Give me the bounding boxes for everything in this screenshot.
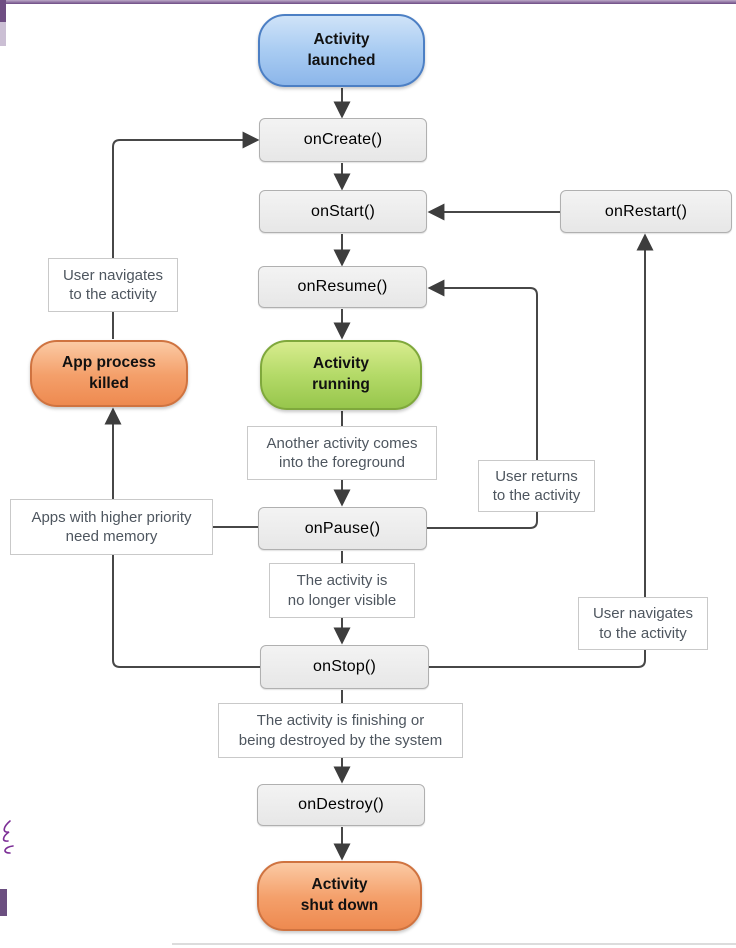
node-onstop: onStop() [260, 645, 429, 689]
note-no-longer-visible: The activity is no longer visible [269, 563, 415, 618]
purple-ink-scribble [2, 820, 11, 842]
node-onpause: onPause() [258, 507, 427, 550]
note-user-navigates-right: User navigates to the activity [578, 597, 708, 650]
node-activity-running: Activity running [260, 340, 422, 410]
edge-onstop-onrestart-user-navigates [429, 233, 654, 668]
node-activity-launched: Activity launched [258, 14, 425, 87]
edge-appkilled-oncreate [112, 131, 260, 339]
left-edge-purple-block [0, 889, 7, 916]
node-onresume: onResume() [258, 266, 427, 308]
node-activity-shut-down: Activity shut down [257, 861, 422, 931]
node-app-process-killed: App process killed [30, 340, 188, 407]
left-edge-tab-light [0, 22, 6, 46]
note-user-returns: User returns to the activity [478, 460, 595, 512]
edge-onpause-onresume-user-returns [427, 279, 538, 529]
note-activity-finishing: The activity is finishing or being destr… [218, 703, 463, 758]
note-apps-higher-priority: Apps with higher priority need memory [10, 499, 213, 555]
left-edge-tab-dark [0, 0, 6, 22]
node-oncreate: onCreate() [259, 118, 427, 162]
note-another-activity-foreground: Another activity comes into the foregrou… [247, 426, 437, 480]
edge-onstop-appkilled [104, 407, 260, 668]
note-user-navigates-left: User navigates to the activity [48, 258, 178, 312]
purple-ink-scribble-2 [4, 845, 14, 854]
node-onrestart: onRestart() [560, 190, 732, 233]
node-onstart: onStart() [259, 190, 427, 233]
node-ondestroy: onDestroy() [257, 784, 425, 826]
window-top-accent-bar [0, 0, 736, 4]
